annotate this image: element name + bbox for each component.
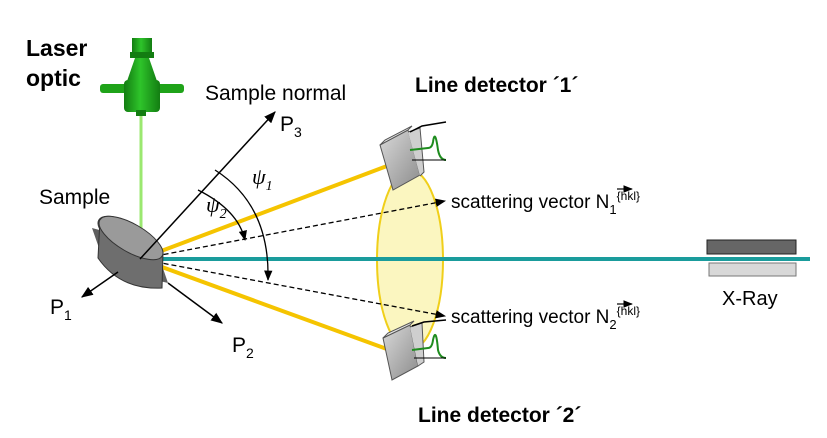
sample-disk-icon — [92, 215, 168, 289]
line-detector-1-icon — [379, 121, 447, 191]
laser-optic-icon — [100, 38, 184, 116]
sample-label: Sample — [39, 186, 110, 209]
psi2-arc — [197, 189, 247, 242]
xray-source-icon — [706, 239, 797, 277]
p2-axis — [167, 282, 223, 324]
psi1-arc — [214, 169, 273, 282]
scattering-vector-2-label: scattering vector N2{hkl} — [451, 300, 640, 332]
line-detector-1-label: Line detector ´1´ — [415, 74, 578, 97]
scattering-vector-1-line — [139, 198, 447, 260]
scattering-vector-1-label: scattering vector N1{hkl} — [451, 185, 640, 217]
p3-axis — [139, 111, 276, 260]
sample-normal-label: Sample normal — [205, 82, 346, 105]
xray-label: X-Ray — [722, 288, 778, 310]
laser-optic-label-line1: Laser — [26, 35, 87, 61]
p2-label: P2 — [232, 334, 254, 361]
scattering-vector-2-line — [139, 258, 447, 319]
svg-text:scattering vector N1{hkl}: scattering vector N1{hkl} — [451, 189, 640, 217]
svg-text:scattering vector N2{hkl}: scattering vector N2{hkl} — [451, 304, 640, 332]
p1-label: P1 — [50, 296, 72, 323]
p1-axis — [81, 271, 119, 298]
p3-label: P3 — [280, 113, 302, 140]
laser-optic-label-line2: optic — [26, 65, 81, 91]
line-detector-2-label: Line detector ´2´ — [418, 404, 581, 427]
line-detector-2-icon — [382, 319, 447, 381]
psi2-label: ψ2 — [206, 192, 227, 222]
psi1-label: ψ1 — [252, 164, 273, 194]
diffracted-beam-2 — [139, 257, 396, 354]
diffracted-beam-1 — [139, 161, 396, 261]
